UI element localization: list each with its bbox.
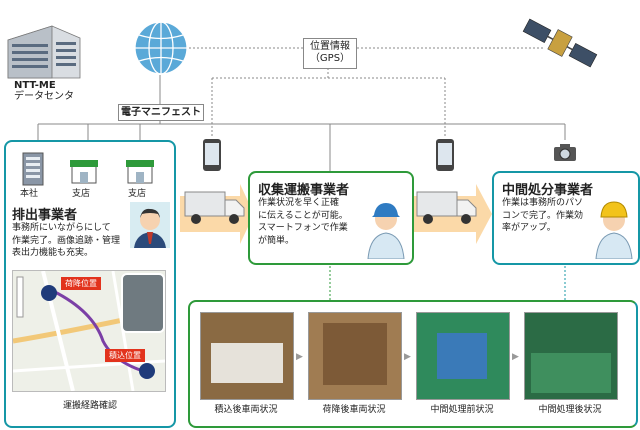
carrier-desc-line: スマートフォンで作業 bbox=[258, 223, 348, 233]
processor-panel: 中間処分事業者 作業は事務所のパソ コンで完了。作業効 率がアップ。 bbox=[492, 171, 640, 265]
shop-icon bbox=[126, 160, 154, 184]
photo-panel: ▶ ▶ ▶ 積込後車両状況 荷降後車両状況 中間処理前状況 中間処理後状況 bbox=[188, 300, 638, 428]
datacenter-building-icon bbox=[7, 25, 81, 79]
building-label-hq: 本社 bbox=[20, 189, 39, 199]
manifest-label: 電子マニフェスト bbox=[118, 104, 204, 121]
office-building-icon bbox=[22, 152, 44, 186]
map-photo-inset bbox=[121, 273, 165, 333]
processor-desc: 作業は事務所のパソ コンで完了。作業効 率がアップ。 bbox=[502, 197, 594, 235]
photo-before-processing bbox=[416, 312, 510, 400]
map-tag-load: 積込位置 bbox=[105, 349, 145, 362]
map-tag-unload: 荷降位置 bbox=[61, 277, 101, 290]
photo-after-unloading bbox=[308, 312, 402, 400]
carrier-desc-line: に伝えることが可能。 bbox=[258, 210, 348, 221]
carrier-desc-line: 作業状況を早く正確 bbox=[258, 198, 340, 208]
businessman-icon bbox=[130, 202, 170, 248]
photo-caption: 荷降後車両状況 bbox=[322, 405, 386, 415]
photo-after-processing bbox=[524, 312, 618, 400]
map-roads bbox=[13, 271, 165, 391]
photo-caption: 中間処理後状況 bbox=[538, 405, 602, 415]
emitter-desc-line: 作業完了。画像追跡・管理 bbox=[12, 235, 121, 246]
carrier-desc: 作業状況を早く正確 に伝えることが可能。 スマートフォンで作業 が簡単。 bbox=[258, 197, 364, 247]
arrow-icon: ▶ bbox=[512, 352, 519, 362]
smartphone-icon bbox=[436, 139, 454, 171]
gps-label-line2: （GPS） bbox=[309, 53, 351, 64]
carrier-title: 収集運搬事業者 bbox=[258, 183, 350, 198]
emitter-desc-line: 表出力機能も充実。 bbox=[12, 248, 94, 258]
arrow-icon: ▶ bbox=[296, 352, 303, 362]
datacenter-name: NTT-ME bbox=[14, 80, 56, 91]
photo-caption: 中間処理前状況 bbox=[430, 405, 494, 415]
carrier-panel: 収集運搬事業者 作業状況を早く正確 に伝えることが可能。 スマートフォンで作業 … bbox=[248, 171, 414, 265]
emitter-desc: 事務所にいながらにして 作業完了。画像追跡・管理 表出力機能も充実。 bbox=[12, 222, 130, 260]
route-map: 荷降位置 積込位置 bbox=[12, 270, 166, 392]
processor-desc-line: コンで完了。作業効 bbox=[502, 210, 584, 221]
globe-icon bbox=[134, 21, 188, 75]
arrow-icon: ▶ bbox=[404, 352, 411, 362]
processor-desc-line: 作業は事務所のパソ bbox=[502, 198, 584, 208]
gps-label: 位置情報 （GPS） bbox=[303, 38, 357, 69]
worker-helmet-icon bbox=[595, 201, 633, 259]
building-label-branch: 支店 bbox=[72, 189, 91, 199]
datacenter-label: NTT-ME データセンタ bbox=[14, 80, 94, 102]
truck-icon bbox=[184, 191, 245, 224]
photo-caption: 積込後車両状況 bbox=[214, 405, 278, 415]
camera-icon bbox=[554, 144, 576, 161]
worker-cap-icon bbox=[367, 203, 405, 259]
processor-title: 中間処分事業者 bbox=[502, 183, 594, 198]
satellite-icon bbox=[522, 18, 598, 68]
processor-desc-line: 率がアップ。 bbox=[502, 223, 556, 233]
smartphone-icon bbox=[203, 139, 221, 171]
emitter-title: 排出事業者 bbox=[12, 208, 78, 223]
building-label-branch: 支店 bbox=[128, 189, 147, 199]
truck-icon bbox=[416, 191, 477, 224]
gps-label-line1: 位置情報 bbox=[310, 41, 350, 52]
shop-icon bbox=[70, 160, 98, 184]
emitter-desc-line: 事務所にいながらにして bbox=[12, 223, 111, 233]
emitter-panel: 本社 支店 支店 排出事業者 事務所にいながらにして 作業完了。画像追跡・管理 … bbox=[4, 140, 176, 428]
map-caption: 運搬経路確認 bbox=[62, 401, 117, 411]
photo-after-loading bbox=[200, 312, 294, 400]
datacenter-sub: データセンタ bbox=[14, 91, 74, 102]
carrier-desc-line: が簡単。 bbox=[258, 235, 295, 246]
